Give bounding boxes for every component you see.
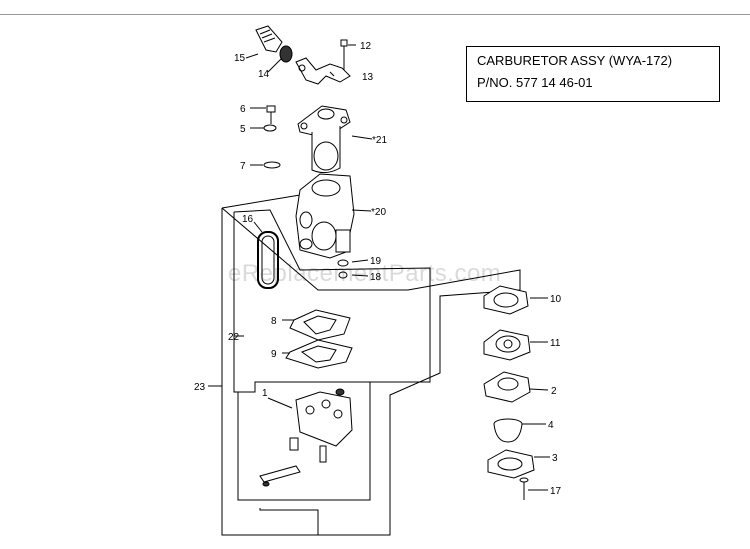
metering-body-1 bbox=[259, 388, 353, 487]
callout-15: 15 bbox=[234, 53, 246, 64]
screw-6 bbox=[266, 105, 276, 124]
bracket-13 bbox=[295, 57, 351, 85]
assembly-title: CARBURETOR ASSY (WYA-172) bbox=[477, 53, 673, 68]
oring-19 bbox=[337, 259, 349, 267]
screw-17 bbox=[519, 477, 529, 500]
oring-7 bbox=[263, 161, 281, 169]
leader-lines bbox=[208, 44, 550, 491]
throttle-body-21 bbox=[297, 105, 351, 174]
callout-20: *20 bbox=[371, 207, 386, 218]
gasket-8 bbox=[289, 309, 351, 341]
fitting-15 bbox=[255, 25, 283, 53]
title-box: CARBURETOR ASSY (WYA-172) P/NO. 577 14 4… bbox=[466, 46, 720, 102]
group-outline-23 bbox=[221, 208, 319, 536]
diaphragm-11 bbox=[483, 329, 531, 361]
top-rule bbox=[0, 14, 750, 15]
callout-22: 22 bbox=[228, 332, 240, 343]
callout-17: 17 bbox=[550, 486, 562, 497]
watermark: eReplacementParts.com bbox=[228, 260, 502, 287]
callout-1: 1 bbox=[262, 388, 268, 399]
callout-21: *21 bbox=[372, 135, 387, 146]
callout-6: 6 bbox=[240, 104, 246, 115]
callout-3: 3 bbox=[552, 453, 558, 464]
callout-9: 9 bbox=[271, 349, 277, 360]
washer-5 bbox=[263, 124, 277, 132]
callout-2: 2 bbox=[551, 386, 557, 397]
nut-14 bbox=[279, 45, 293, 63]
gasket-16 bbox=[257, 231, 279, 289]
callout-23: 23 bbox=[194, 382, 206, 393]
primer-bulb-4 bbox=[493, 418, 523, 443]
callout-19: 19 bbox=[370, 256, 382, 267]
callout-12: 12 bbox=[360, 41, 372, 52]
callout-5: 5 bbox=[240, 124, 246, 135]
screw-12 bbox=[340, 39, 348, 72]
callout-8: 8 bbox=[271, 316, 277, 327]
gasket-10 bbox=[483, 285, 529, 315]
callout-13: 13 bbox=[362, 72, 374, 83]
group-outline-22-top bbox=[233, 209, 431, 383]
group-outline-22 bbox=[233, 212, 371, 501]
callout-4: 4 bbox=[548, 420, 554, 431]
callout-7: 7 bbox=[240, 161, 246, 172]
washer-18 bbox=[338, 271, 348, 279]
callout-16: 16 bbox=[242, 214, 254, 225]
part-number: P/NO. 577 14 46-01 bbox=[477, 75, 593, 90]
callout-18: 18 bbox=[370, 272, 382, 283]
carburetor-body-20 bbox=[295, 173, 355, 259]
cover-plate-3 bbox=[487, 449, 535, 479]
pump-cover-2 bbox=[483, 371, 531, 403]
group-outline-23-top bbox=[221, 194, 521, 536]
diaphragm-9 bbox=[285, 339, 353, 369]
callout-14: 14 bbox=[258, 69, 270, 80]
callout-10: 10 bbox=[550, 294, 562, 305]
callout-11: 11 bbox=[550, 338, 561, 349]
